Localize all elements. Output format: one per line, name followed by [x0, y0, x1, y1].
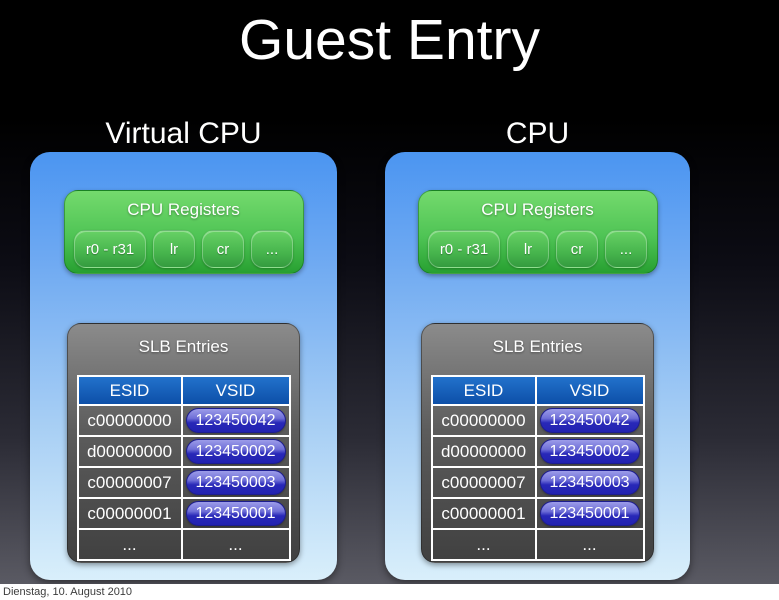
slb-table-row: d00000000 123450002 [430, 435, 645, 468]
esid-cell: c00000000 [430, 404, 537, 437]
vsid-cell: 123450002 [534, 435, 645, 468]
slb-table-row: c00000000 123450042 [430, 404, 645, 437]
vsid-column-header: VSID [534, 375, 645, 406]
vsid-pill: 123450003 [539, 470, 640, 495]
vsid-cell: 123450002 [180, 435, 291, 468]
vsid-pill: 123450042 [539, 408, 640, 433]
slb-table-row: d00000000 123450002 [76, 435, 291, 468]
register-button-lr: lr [507, 230, 549, 268]
slb-table-row: c00000000 123450042 [76, 404, 291, 437]
vsid-column-header: VSID [180, 375, 291, 406]
register-button-more: ... [251, 230, 293, 268]
slb-entries-title: SLB Entries [492, 337, 583, 356]
register-button-more: ... [605, 230, 647, 268]
register-buttons-row: r0 - r31 lr cr ... [419, 230, 657, 268]
vsid-cell: 123450003 [180, 466, 291, 499]
cpu-registers-title: CPU Registers [481, 200, 594, 219]
esid-column-header: ESID [76, 375, 183, 406]
vsid-cell: 123450042 [180, 404, 291, 437]
esid-cell: c00000001 [430, 497, 537, 530]
cpu-registers-title: CPU Registers [127, 200, 240, 219]
vsid-cell: ... [180, 528, 291, 561]
vsid-cell: 123450001 [534, 497, 645, 530]
esid-column-header: ESID [430, 375, 537, 406]
register-button-lr: lr [153, 230, 195, 268]
register-button-r0-r31: r0 - r31 [428, 230, 500, 268]
vsid-pill: 123450002 [539, 439, 640, 464]
slb-table-row-ellipsis: ... ... [76, 528, 291, 561]
register-button-cr: cr [202, 230, 244, 268]
esid-cell: ... [76, 528, 183, 561]
esid-cell: d00000000 [430, 435, 537, 468]
esid-cell: c00000001 [76, 497, 183, 530]
esid-cell: d00000000 [76, 435, 183, 468]
slide-canvas: Guest Entry Virtual CPU CPU CPU Register… [0, 0, 779, 584]
slb-table-row-ellipsis: ... ... [430, 528, 645, 561]
esid-cell: c00000000 [76, 404, 183, 437]
vsid-cell: 123450003 [534, 466, 645, 499]
vsid-pill: 123450001 [539, 501, 640, 526]
register-button-cr: cr [556, 230, 598, 268]
esid-cell: c00000007 [76, 466, 183, 499]
slb-entries-box: SLB Entries ESID VSID c00000000 12345004… [421, 323, 654, 563]
register-buttons-row: r0 - r31 lr cr ... [65, 230, 303, 268]
slb-table-row: c00000007 123450003 [430, 466, 645, 499]
vsid-pill: 123450003 [185, 470, 286, 495]
cpu-registers-box: CPU Registers r0 - r31 lr cr ... [417, 190, 658, 274]
esid-cell: ... [430, 528, 537, 561]
vsid-pill: 123450042 [185, 408, 286, 433]
slb-table: ESID VSID c00000000 123450042 d00000000 … [430, 375, 645, 561]
slb-table-row: c00000001 123450001 [430, 497, 645, 530]
footer-date: Dienstag, 10. August 2010 [3, 586, 133, 598]
slb-header-row: ESID VSID [76, 375, 291, 406]
slb-table-row: c00000007 123450003 [76, 466, 291, 499]
vsid-pill: 123450001 [185, 501, 286, 526]
esid-cell: c00000007 [430, 466, 537, 499]
cpu-panel-label: CPU [505, 117, 570, 150]
virtual-cpu-panel: CPU Registers r0 - r31 lr cr ... SLB Ent… [30, 152, 337, 580]
register-button-r0-r31: r0 - r31 [74, 230, 146, 268]
slide-title: Guest Entry [239, 8, 540, 72]
virtual-cpu-panel-label: Virtual CPU [105, 117, 262, 150]
vsid-cell: 123450001 [180, 497, 291, 530]
cpu-panel: CPU Registers r0 - r31 lr cr ... SLB Ent… [385, 152, 690, 580]
slb-table: ESID VSID c00000000 123450042 d00000000 … [76, 375, 291, 561]
slb-header-row: ESID VSID [430, 375, 645, 406]
vsid-cell: ... [534, 528, 645, 561]
cpu-registers-box: CPU Registers r0 - r31 lr cr ... [63, 190, 304, 274]
slb-entries-title: SLB Entries [138, 337, 229, 356]
slb-table-row: c00000001 123450001 [76, 497, 291, 530]
footer-bar: Dienstag, 10. August 2010 [0, 584, 779, 600]
slb-entries-box: SLB Entries ESID VSID c00000000 12345004… [67, 323, 300, 563]
vsid-cell: 123450042 [534, 404, 645, 437]
vsid-pill: 123450002 [185, 439, 286, 464]
